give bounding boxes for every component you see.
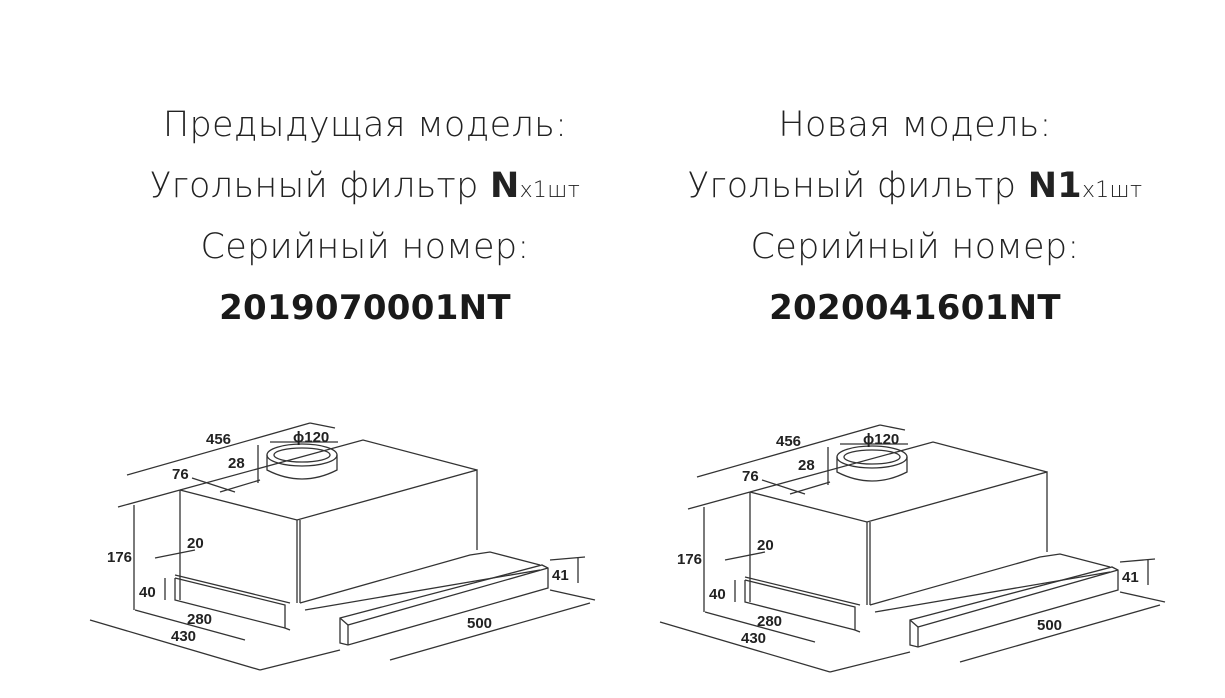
slide-out-panel — [869, 553, 1119, 648]
wall-gap-label: 20 — [187, 535, 204, 552]
hood-body — [174, 439, 478, 631]
inner-depth-label: 280 — [187, 611, 212, 628]
duct-collar — [266, 443, 338, 480]
dimension-lines — [89, 422, 596, 671]
inner-depth-label: 280 — [757, 613, 782, 630]
new-model-info: Новая модель: Угольный фильтр N1x1шт Сер… — [635, 95, 1195, 339]
front-height-label: 40 — [709, 586, 726, 603]
width-dimension-label: 456 — [776, 433, 801, 450]
filter-model: N1 — [1027, 166, 1082, 206]
panel-height-label: 41 — [552, 567, 569, 584]
duct-height-label: 28 — [798, 457, 815, 474]
depth-label: 430 — [741, 630, 766, 647]
previous-serial-number: 2019070001NT — [219, 288, 511, 328]
duct-diameter-label: ϕ120 — [293, 429, 329, 446]
duct-collar — [836, 445, 908, 482]
dimension-lines — [659, 424, 1166, 673]
duct-offset-label: 76 — [742, 468, 759, 485]
filter-quantity: x1шт — [1081, 178, 1143, 203]
new-serial-number: 2020041601NT — [769, 288, 1061, 328]
depth-label: 430 — [171, 628, 196, 645]
wall-gap-label: 20 — [757, 537, 774, 554]
previous-serial-label: Серийный номер: — [200, 227, 530, 267]
new-serial-label: Серийный номер: — [750, 227, 1080, 267]
height-label: 176 — [677, 551, 702, 568]
hood-body — [744, 441, 1048, 633]
panel-height-label: 41 — [1122, 569, 1139, 586]
width-dimension-label: 456 — [206, 431, 231, 448]
filter-label: Угольный фильтр — [687, 166, 1028, 206]
previous-model-info: Предыдущая модель: Угольный фильтр Nx1шт… — [85, 95, 645, 339]
filter-quantity: x1шт — [519, 178, 581, 203]
filter-model: N — [490, 166, 520, 206]
panel-width-label: 500 — [1037, 617, 1062, 634]
previous-model-heading: Предыдущая модель: — [162, 105, 568, 145]
new-model-heading: Новая модель: — [778, 105, 1052, 145]
height-label: 176 — [107, 549, 132, 566]
front-height-label: 40 — [139, 584, 156, 601]
slide-out-panel — [299, 551, 549, 646]
panel-width-label: 500 — [467, 615, 492, 632]
duct-height-label: 28 — [228, 455, 245, 472]
duct-offset-label: 76 — [172, 466, 189, 483]
duct-diameter-label: ϕ120 — [863, 431, 899, 448]
filter-label: Угольный фильтр — [149, 166, 491, 206]
new-filter-line: Угольный фильтр N1x1шт — [635, 156, 1195, 217]
previous-filter-line: Угольный фильтр Nx1шт — [85, 156, 645, 217]
